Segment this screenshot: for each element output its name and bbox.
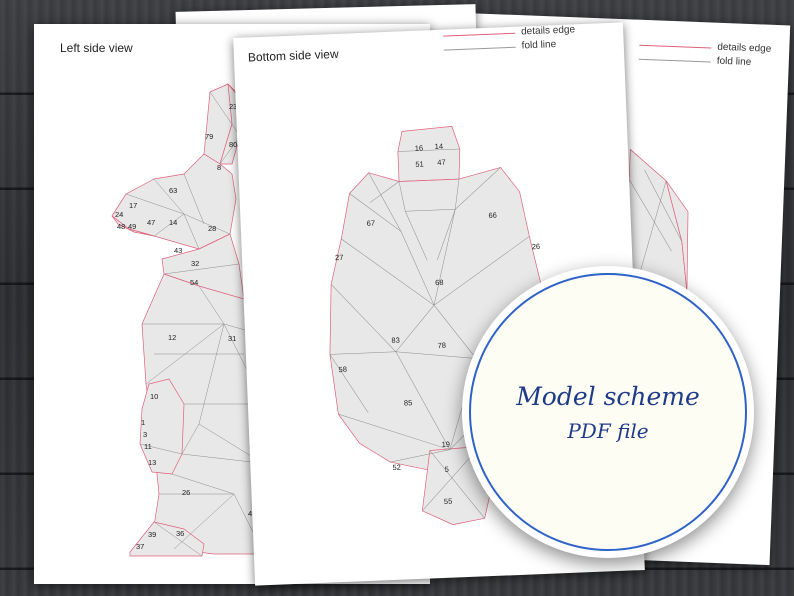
part-label: 51	[415, 160, 424, 169]
part-label: 28	[208, 224, 216, 233]
part-label: 16	[415, 144, 424, 153]
part-label: 66	[488, 211, 497, 220]
part-label: 37	[136, 542, 144, 551]
part-label: 17	[129, 201, 137, 210]
part-label: 19	[441, 440, 450, 449]
part-label: 47	[147, 218, 155, 227]
part-label: 14	[434, 142, 443, 151]
part-label: 80	[229, 140, 237, 149]
part-label: 79	[205, 132, 213, 141]
part-label: 36	[176, 529, 184, 538]
part-label: 24	[115, 210, 123, 219]
part-label: 68	[435, 278, 444, 287]
part-label: 55	[444, 497, 453, 506]
part-label: 39	[148, 530, 156, 539]
part-label: 58	[338, 365, 347, 374]
part-label: 47	[437, 158, 446, 167]
back-legend: details edge fold line	[638, 38, 772, 71]
legend-edge-label: details edge	[717, 41, 772, 55]
part-label: 67	[367, 219, 376, 228]
figure-face	[139, 378, 185, 475]
part-number-labels: 16 14 51 47 66 67 26 27 68 83 78 58 85 1…	[335, 142, 541, 506]
part-label: 43	[174, 246, 182, 255]
part-label: 10	[150, 392, 158, 401]
part-label: 23	[229, 102, 237, 111]
figure-face	[111, 215, 155, 237]
part-label: 26	[182, 488, 190, 497]
part-label: 32	[191, 259, 199, 268]
part-label: 83	[391, 336, 400, 345]
part-label: 52	[392, 463, 401, 472]
part-label: 5	[444, 465, 449, 474]
part-label: 63	[169, 186, 177, 195]
fold-lines	[329, 148, 543, 519]
part-label: 1	[141, 418, 145, 427]
part-label: 48	[117, 222, 125, 231]
part-label: 12	[168, 333, 176, 342]
badge-title: Model scheme	[516, 381, 700, 411]
part-label: 13	[148, 458, 156, 467]
part-label: 78	[437, 341, 446, 350]
model-scheme-badge: Model scheme PDF file	[462, 266, 754, 558]
part-label: 26	[532, 242, 541, 251]
rabbit-side-figure: 23 79 80 8 63 17 24 48 49 47 14 28 43 32…	[111, 83, 270, 557]
part-label: 8	[217, 163, 221, 172]
part-label: 14	[169, 218, 177, 227]
part-label: 27	[335, 253, 344, 262]
part-label: 49	[128, 222, 136, 231]
part-label: 31	[228, 334, 236, 343]
figure-face	[397, 125, 461, 182]
part-number-labels: 23 79 80 8 63 17 24 48 49 47 14 28 43 32…	[115, 102, 257, 551]
badge-subtitle: PDF file	[567, 418, 649, 443]
part-label: 85	[404, 398, 413, 407]
badge-ring: Model scheme PDF file	[469, 273, 747, 551]
part-label: 3	[143, 430, 147, 439]
part-label: 11	[144, 442, 152, 451]
sheet-title: Left side view	[60, 41, 133, 55]
legend-fold-label: fold line	[716, 55, 752, 69]
part-label: 54	[190, 278, 198, 287]
